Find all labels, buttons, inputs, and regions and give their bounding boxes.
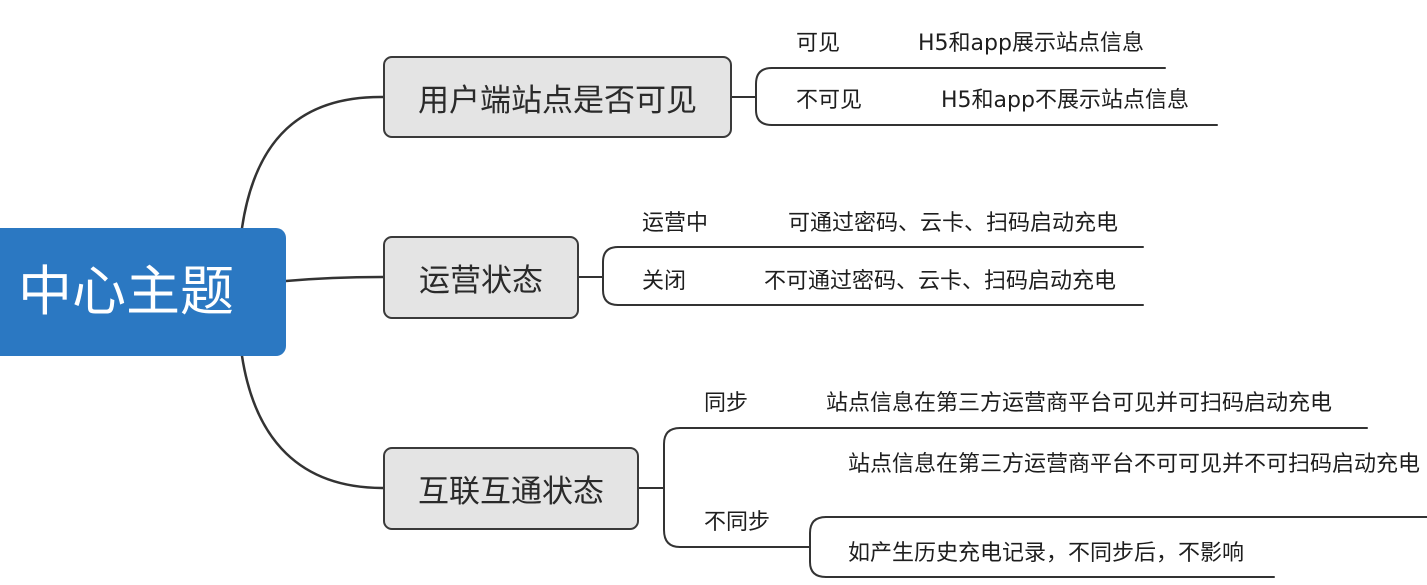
detail-nosync-1[interactable]: 站点信息在第三方运营商平台不可可见并不可扫码启动充电	[848, 452, 1421, 477]
subtopic-closed[interactable]: 关闭	[642, 269, 687, 294]
bracket-status	[578, 246, 619, 306]
detail-sync[interactable]: 站点信息在第三方运营商平台可见并可扫码启动充电	[826, 391, 1333, 416]
topic-operating-status[interactable]: 运营状态	[383, 236, 579, 319]
detail-nosync-2[interactable]: 如产生历史充电记录，不同步后，不影响	[848, 541, 1245, 566]
central-topic[interactable]: 中心主题	[0, 228, 286, 356]
link-central-to-interop	[240, 354, 385, 490]
subtopic-nosync[interactable]: 不同步	[704, 510, 771, 535]
topic-site-visibility[interactable]: 用户端站点是否可见	[383, 56, 732, 138]
detail-visible[interactable]: H5和app展示站点信息	[918, 31, 1144, 56]
link-central-to-status	[284, 275, 385, 283]
detail-operating[interactable]: 可通过密码、云卡、扫码启动充电	[788, 211, 1119, 236]
bracket-visibility	[731, 67, 773, 126]
link-central-to-visibility	[240, 95, 385, 230]
bracket-interop	[638, 427, 681, 548]
subtopic-sync[interactable]: 同步	[704, 391, 749, 416]
topic-interconnection-status[interactable]: 互联互通状态	[383, 447, 639, 530]
bracket-nosync	[809, 516, 827, 578]
subtopic-invisible[interactable]: 不可见	[796, 88, 863, 113]
detail-invisible[interactable]: H5和app不展示站点信息	[941, 88, 1189, 113]
detail-closed[interactable]: 不可通过密码、云卡、扫码启动充电	[764, 269, 1117, 294]
subtopic-operating[interactable]: 运营中	[642, 211, 709, 236]
subtopic-visible[interactable]: 可见	[796, 31, 841, 56]
